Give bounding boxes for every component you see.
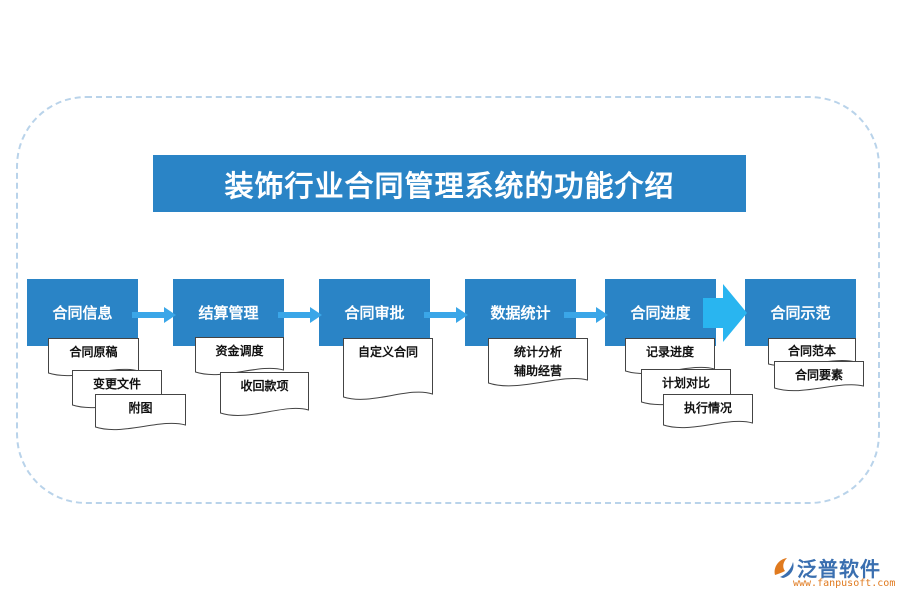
flow-arrow-icon [564, 307, 608, 323]
doc-card: 合同要素 [774, 361, 864, 393]
flow-arrow-icon [278, 307, 322, 323]
step-progress: 合同进度 [605, 279, 716, 346]
step-approval: 合同审批 [319, 279, 430, 346]
doc-card: 自定义合同 [343, 338, 433, 402]
doc-label: 资金调度 [215, 344, 264, 358]
doc-label: 附图 [128, 401, 153, 415]
step-settlement: 结算管理 [173, 279, 284, 346]
logo-name: 泛普软件 [797, 557, 881, 581]
doc-label: 合同要素 [794, 368, 843, 382]
flow-arrow-icon [424, 307, 468, 323]
doc-card: 附图 [95, 394, 186, 432]
doc-label: 合同范本 [787, 344, 836, 358]
fanpu-logo-icon [774, 558, 794, 578]
page-title: 装饰行业合同管理系统的功能介绍 [153, 155, 746, 212]
doc-label: 合同原稿 [69, 345, 118, 359]
doc-card: 收回款项 [220, 372, 309, 418]
doc-label: 收回款项 [240, 379, 289, 393]
doc-card: 记录进度 [625, 338, 715, 376]
doc-card: 资金调度 [195, 337, 284, 377]
doc-label: 统计分析 [513, 345, 562, 359]
doc-label: 自定义合同 [357, 345, 418, 359]
step-statistics: 数据统计 [465, 279, 576, 346]
logo-url: www.fanpusoft.com [793, 578, 896, 589]
doc-label: 变更文件 [92, 377, 141, 391]
dashed-rounded-frame [16, 96, 880, 504]
doc-label: 记录进度 [645, 345, 694, 359]
doc-label: 计划对比 [661, 376, 710, 390]
doc-card: 统计分析 辅助经营 [488, 338, 588, 388]
doc-label: 辅助经营 [513, 364, 562, 378]
flow-arrow-icon [132, 307, 176, 323]
doc-label: 执行情况 [683, 401, 732, 415]
doc-card: 执行情况 [663, 394, 753, 430]
step-contract-info: 合同信息 [27, 279, 138, 346]
step-template: 合同示范 [745, 279, 856, 346]
large-flow-arrow-icon [703, 284, 747, 342]
fanpu-logo: 泛普软件 www.fanpusoft.com [771, 553, 896, 597]
